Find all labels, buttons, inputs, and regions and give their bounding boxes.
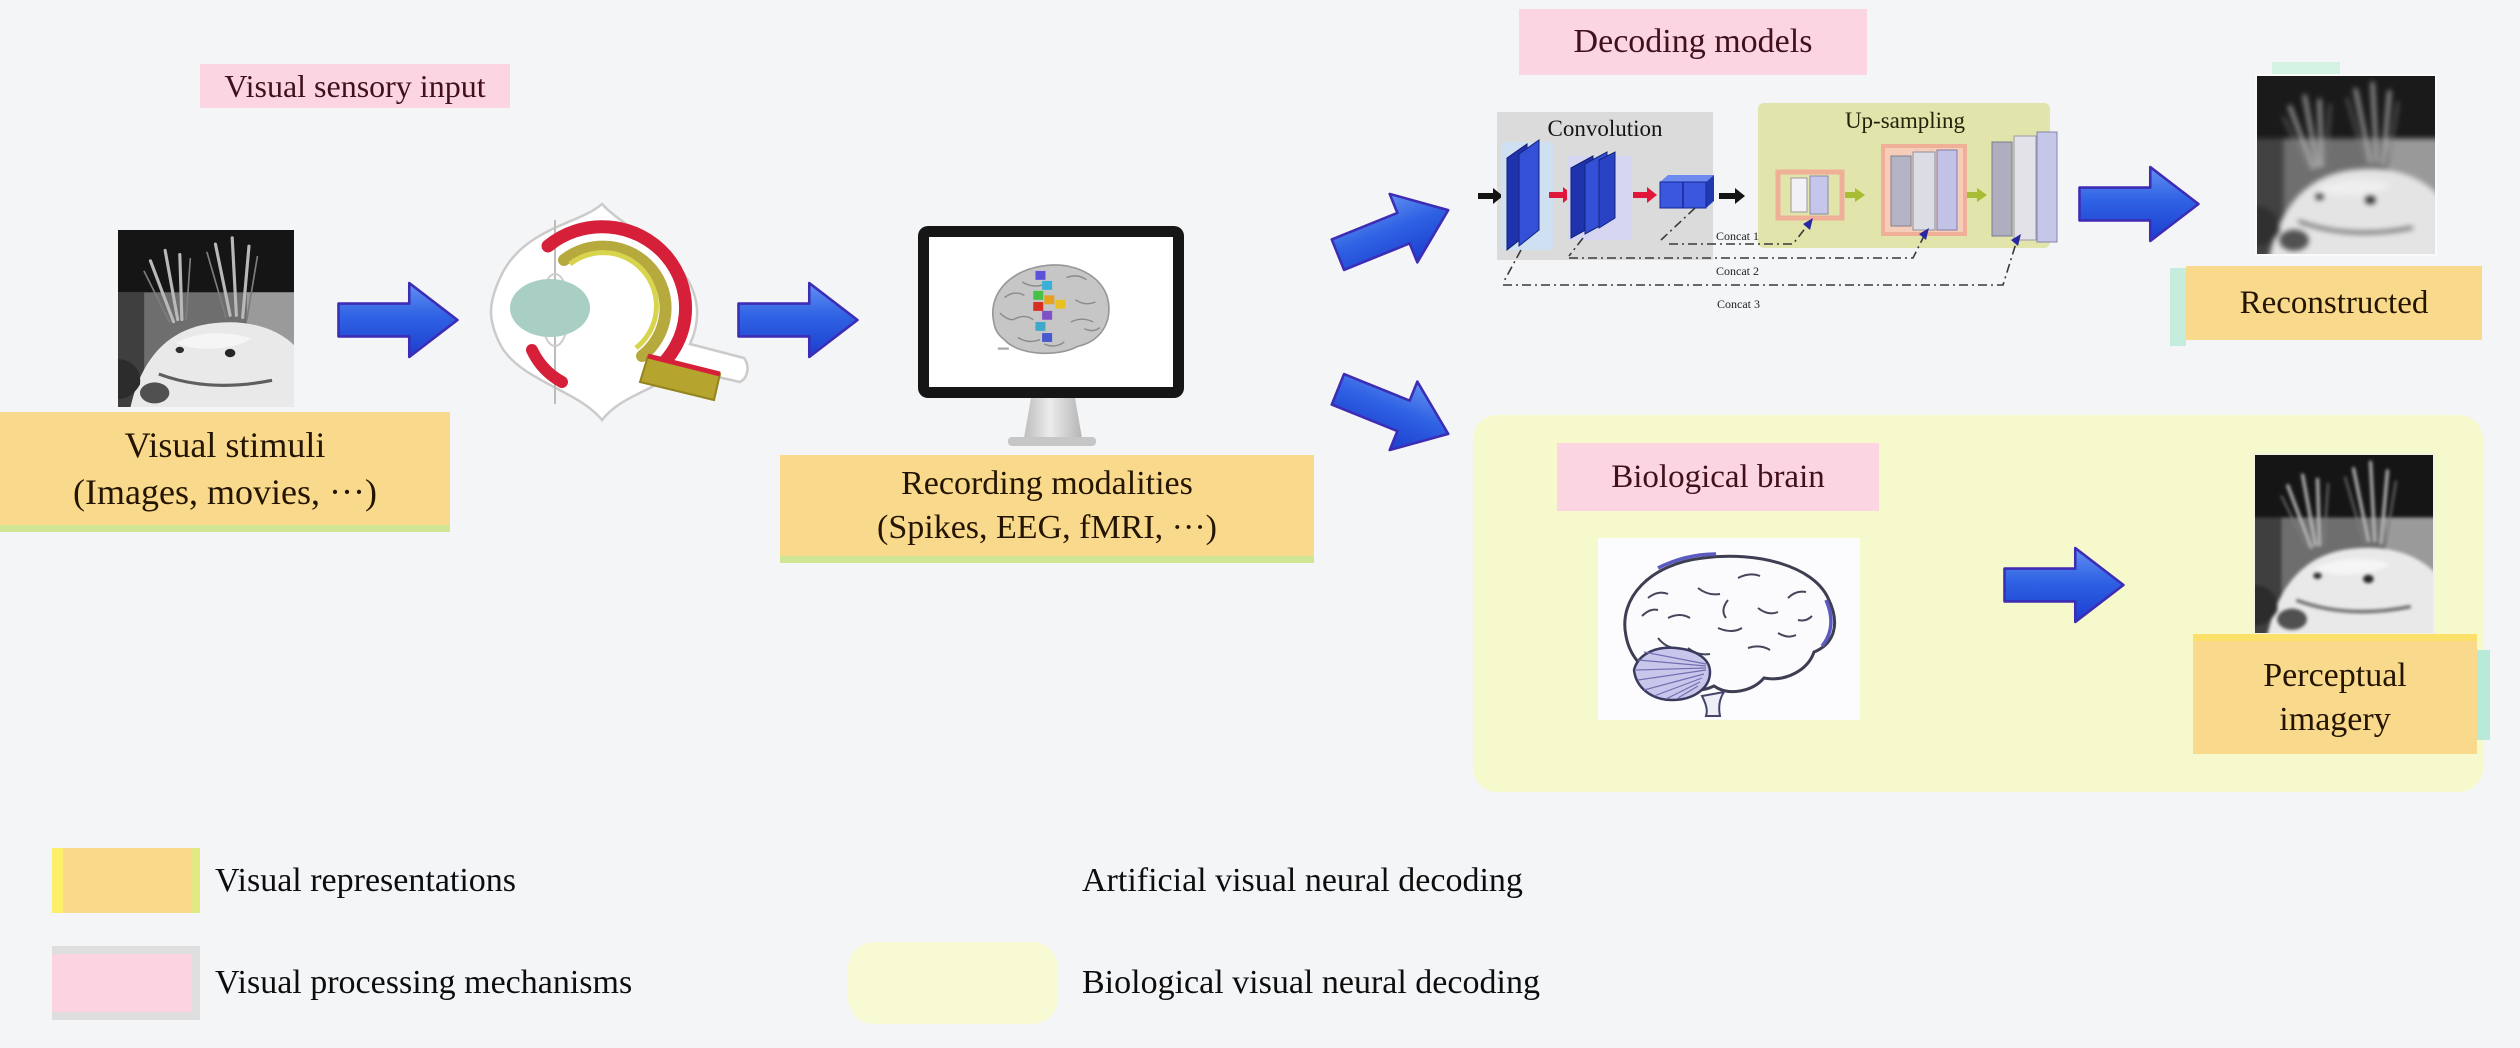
legend-swatch-biological-decoding [848, 942, 1058, 1024]
recording-line1: Recording modalities [901, 464, 1193, 502]
concat1-label: Concat 1 [1716, 229, 1759, 243]
ups-layer [1790, 177, 1808, 213]
visual-stimuli-line2: (Images, movies, ···) [73, 471, 377, 512]
stimulus-image [118, 230, 294, 407]
biological-brain-text: Biological brain [1611, 458, 1825, 495]
legend-label-visual-processing: Visual processing mechanisms [215, 964, 633, 1001]
upsampling-title: Up-sampling [1845, 108, 1966, 133]
ups-frame [1775, 169, 1845, 221]
artifact-strip [2170, 268, 2186, 346]
red-arrow-icon [1633, 187, 1657, 203]
decoding-models-text: Decoding models [1573, 23, 1813, 61]
artifact-strip [2272, 62, 2340, 75]
reconstructed-text: Reconstructed [2239, 284, 2429, 321]
ups-layer [1809, 175, 1829, 215]
perceptual-line2: imagery [2279, 700, 2391, 738]
ups-layer [2036, 131, 2058, 243]
concat-line [1568, 237, 1584, 257]
label-recording-modalities: Recording modalities (Spikes, EEG, fMRI,… [780, 455, 1314, 563]
concat3-label: Concat 3 [1717, 297, 1760, 311]
reconstructed-image [2255, 74, 2437, 256]
visual-sensory-input-text: Visual sensory input [224, 67, 486, 104]
legend-swatch-visual-processing [52, 946, 200, 1020]
conv-layer [1518, 139, 1540, 248]
arrow-brain-to-imagery-icon [2003, 546, 2125, 624]
legend-swatch-visual-representations [52, 848, 200, 913]
green-arrow-icon [1845, 188, 1865, 202]
brain-scan-icon [992, 264, 1110, 355]
label-reconstructed: Reconstructed [2186, 266, 2482, 340]
conv-layer [1598, 151, 1616, 229]
ups-layer [2013, 135, 2037, 241]
ups-layer [1936, 149, 1958, 231]
label-visual-sensory-input: Visual sensory input [200, 64, 510, 108]
axolotl-photo-icon [118, 230, 294, 407]
arrow-stimulus-to-eye-icon [337, 281, 459, 359]
up-arrowhead-icon [1803, 218, 1813, 230]
label-biological-brain: Biological brain [1557, 443, 1879, 511]
input-arrow-icon [1478, 188, 1503, 204]
concat2-label: Concat 2 [1716, 264, 1759, 278]
brain-illustration [1598, 538, 1860, 720]
concat-line [1660, 207, 1696, 241]
axolotl-photo-icon [2253, 453, 2435, 635]
monitor-stand [1024, 398, 1082, 438]
label-decoding-models: Decoding models [1519, 9, 1867, 75]
concat-line [1503, 239, 2018, 286]
ups-layer [1912, 151, 1936, 231]
cnn-diagram: Convolution Up-sampling [1478, 103, 2058, 311]
monitor-icon [918, 226, 1186, 448]
axolotl-photo-icon [2255, 74, 2437, 256]
ups-layer [1991, 141, 2013, 237]
brain-drawing-icon [1623, 552, 1837, 717]
arrow-eye-to-monitor-icon [737, 281, 859, 359]
ups-layer [1890, 155, 1912, 227]
visual-stimuli-line1: Visual stimuli [124, 425, 326, 466]
legend-label-biological-decoding: Biological visual neural decoding [1082, 964, 1540, 1001]
concat-line [1669, 225, 1808, 245]
up-arrowhead-icon [1919, 228, 1929, 240]
concat-line [1502, 249, 1522, 284]
monitor-base [1008, 437, 1096, 446]
recording-line2: (Spikes, EEG, fMRI, ···) [877, 508, 1217, 546]
perceptual-line1: Perceptual [2263, 656, 2407, 694]
up-arrowhead-icon [2011, 234, 2021, 246]
green-arrow-icon [1967, 188, 1987, 202]
monitor-screen [918, 226, 1184, 398]
label-visual-stimuli: Visual stimuli (Images, movies, ···) [0, 412, 450, 532]
arrow-decoder-to-reconstructed-icon [2078, 165, 2200, 243]
arrow-monitor-to-brain-icon [1322, 353, 1464, 470]
feature-cube [1706, 175, 1714, 208]
artifact-strip [2477, 650, 2490, 740]
legend-label-visual-representations: Visual representations [215, 862, 517, 899]
label-perceptual-imagery: Perceptual imagery [2193, 634, 2477, 754]
mid-arrow-icon [1719, 188, 1745, 204]
legend-label-artificial-decoding: Artificial visual neural decoding [1082, 862, 1523, 899]
arrow-monitor-to-decoder-icon [1322, 174, 1464, 291]
convolution-title: Convolution [1547, 116, 1663, 141]
eye-diagram-icon [489, 202, 749, 423]
concat-line [1569, 233, 1926, 259]
feature-cube [1660, 175, 1714, 182]
legend-swatch-pink-fill [52, 954, 192, 1012]
perceptual-image [2253, 453, 2435, 635]
